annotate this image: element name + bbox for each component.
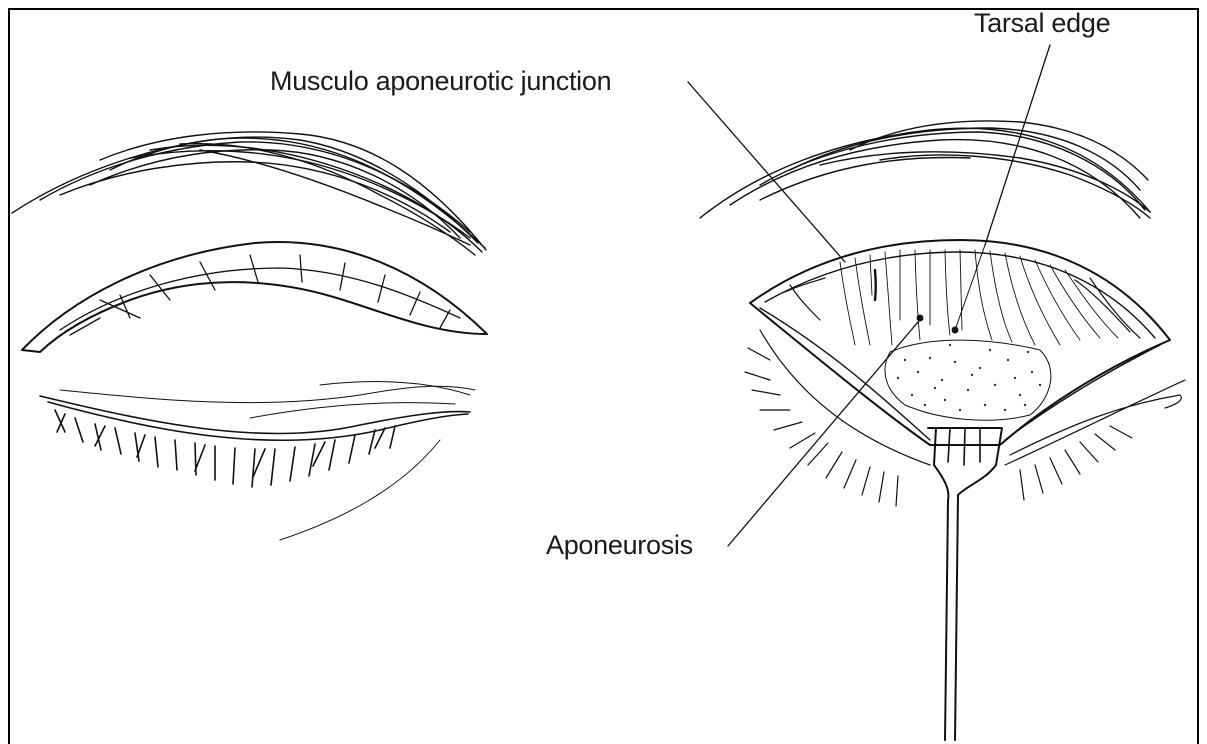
right-eyebrow bbox=[700, 121, 1150, 218]
retractor-instrument bbox=[928, 428, 1002, 740]
leader-line-tarsal-edge bbox=[985, 45, 1050, 245]
left-closed-eyelid bbox=[40, 382, 475, 540]
aponeurosis-stipple bbox=[885, 340, 1051, 420]
label-aponeurosis: Aponeurosis bbox=[546, 530, 693, 560]
label-musculo-aponeurotic-junction: Musculo aponeurotic junction bbox=[270, 66, 611, 96]
label-tarsal-edge: Tarsal edge bbox=[974, 8, 1110, 38]
right-lower-lashes bbox=[745, 330, 1185, 506]
leader-line-aponeurosis bbox=[728, 322, 918, 546]
left-tarsal-plate bbox=[22, 242, 487, 352]
right-incised-eyelid bbox=[750, 240, 1170, 445]
left-eyebrow bbox=[12, 132, 486, 255]
leader-line-musculo-junction bbox=[688, 82, 845, 262]
